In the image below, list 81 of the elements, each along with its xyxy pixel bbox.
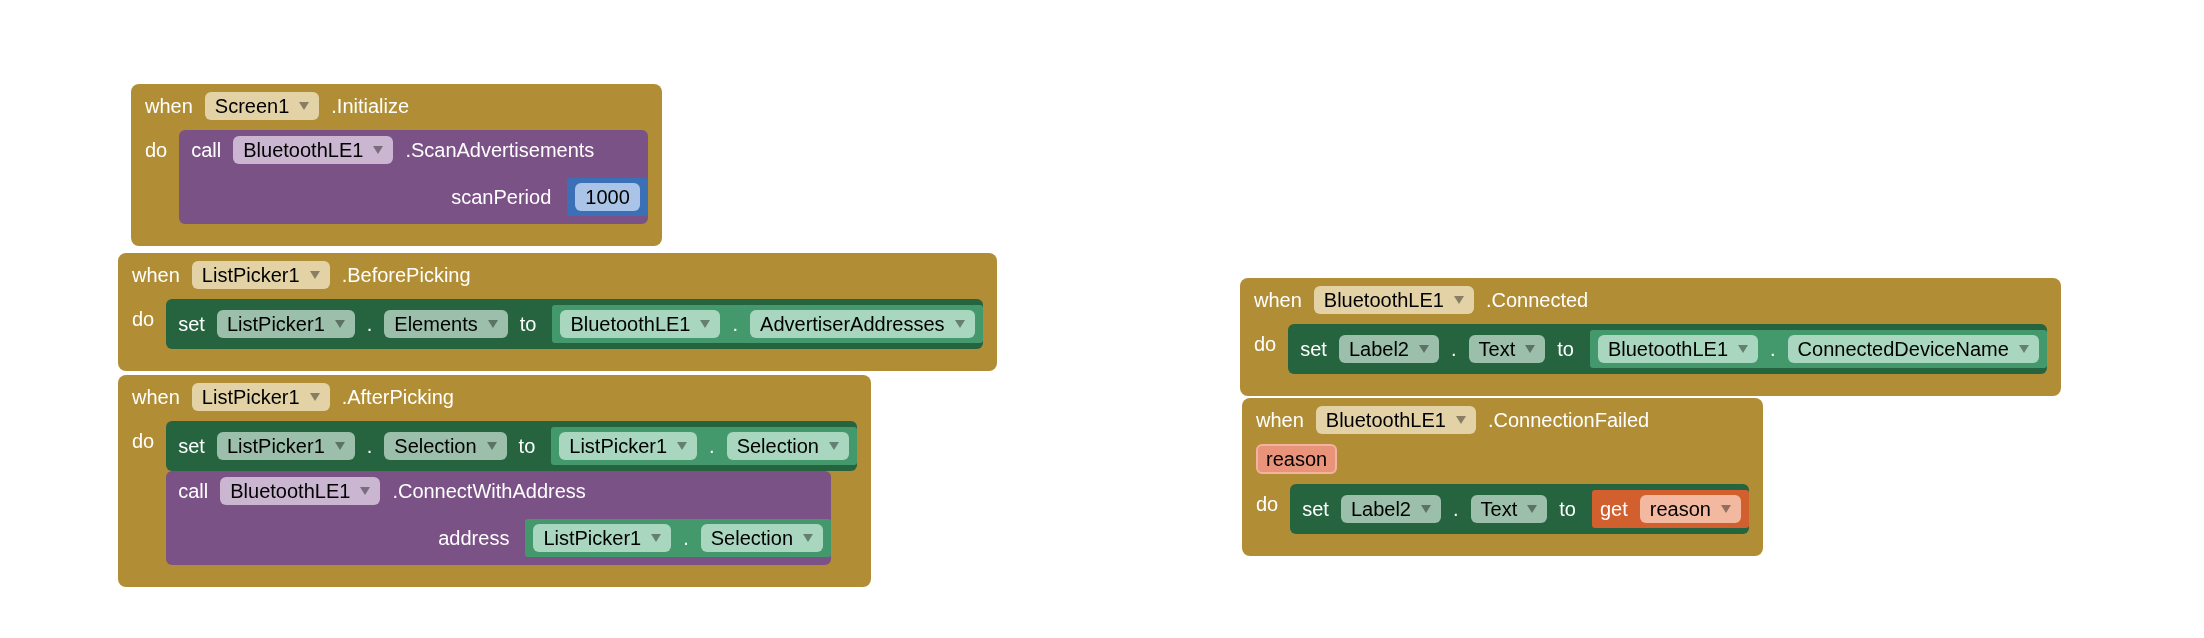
method-call-block <box>166 471 832 565</box>
keyword-text: get <box>1599 497 1628 521</box>
keyword-text: do <box>1256 492 1279 516</box>
dropdown: Label2 <box>1338 335 1439 363</box>
dropdown: Text <box>1470 495 1548 523</box>
dot-separator: . <box>366 434 373 458</box>
event-handler-block <box>118 253 997 371</box>
keyword-text: set <box>1300 337 1327 361</box>
property-getter-block <box>551 427 857 465</box>
dropdown: Label2 <box>1340 495 1441 523</box>
keyword-text: when <box>1256 408 1304 432</box>
dropdown: ListPicker1 <box>216 432 355 460</box>
keyword-text: set <box>178 312 205 336</box>
event-handler-block <box>131 84 662 246</box>
keyword-text: scanPeriod <box>451 185 552 209</box>
dropdown: Screen1 <box>204 92 320 120</box>
dropdown: BluetoothLE1 <box>220 477 381 505</box>
keyword-text: do <box>145 138 168 162</box>
dropdown: Elements <box>384 310 508 338</box>
dropdown: BluetoothLE1 <box>233 136 394 164</box>
dropdown: reason <box>1639 495 1741 523</box>
dropdown: BluetoothLE1 <box>1597 335 1759 363</box>
dropdown: ListPicker1 <box>533 524 672 552</box>
keyword-text: .ConnectionFailed <box>1487 408 1650 432</box>
get-variable-block <box>1591 490 1749 528</box>
keyword-text: when <box>145 94 193 118</box>
parameter-tag: reason <box>1256 444 1338 474</box>
property-setter-block <box>1288 324 2047 374</box>
dropdown: Selection <box>700 524 824 552</box>
dot-separator: . <box>1453 497 1459 521</box>
keyword-text: .BeforePicking <box>341 263 471 287</box>
event-handler-block <box>1242 398 1763 556</box>
dropdown: ListPicker1 <box>191 261 330 289</box>
event-handler-block <box>118 375 871 587</box>
keyword-text: to <box>1559 497 1576 521</box>
dropdown: ListPicker1 <box>559 432 698 460</box>
keyword-text: to <box>518 434 536 458</box>
dropdown: Selection <box>384 432 507 460</box>
keyword-text: .ConnectWithAddress <box>392 479 586 503</box>
keyword-text: call <box>178 479 209 503</box>
dropdown: Text <box>1468 335 1546 363</box>
dot-separator: . <box>1451 337 1457 361</box>
dot-separator: . <box>732 312 739 336</box>
dropdown: ConnectedDeviceName <box>1787 335 2039 363</box>
property-getter-block <box>1589 330 2047 368</box>
property-getter-block <box>552 305 983 343</box>
dropdown: BluetoothLE1 <box>1313 286 1474 314</box>
property-setter-block <box>1290 484 1749 534</box>
dropdown: Selection <box>726 432 849 460</box>
keyword-text: to <box>1557 337 1574 361</box>
dot-separator: . <box>366 312 373 336</box>
keyword-text: .AfterPicking <box>341 385 454 409</box>
keyword-text: when <box>1254 288 1302 312</box>
dropdown: AdvertiserAddresses <box>750 310 975 338</box>
keyword-text: when <box>132 263 180 287</box>
dropdown: ListPicker1 <box>191 383 330 411</box>
keyword-text: address <box>438 526 510 550</box>
dot-separator: . <box>683 526 689 550</box>
dot-separator: . <box>1770 337 1776 361</box>
dropdown: ListPicker1 <box>216 310 355 338</box>
keyword-text: call <box>191 138 222 162</box>
keyword-text: do <box>1254 332 1277 356</box>
dropdown: BluetoothLE1 <box>1315 406 1476 434</box>
dropdown: BluetoothLE1 <box>560 310 721 338</box>
keyword-text: set <box>1302 497 1329 521</box>
property-setter-block <box>166 299 983 349</box>
keyword-text: when <box>132 385 180 409</box>
method-call-block <box>179 130 648 224</box>
keyword-text: set <box>178 434 205 458</box>
keyword-text: .Connected <box>1485 288 1589 312</box>
dot-separator: . <box>709 434 715 458</box>
keyword-text: do <box>132 429 155 453</box>
event-handler-block <box>1240 278 2061 396</box>
number-field: 1000 <box>575 183 640 211</box>
keyword-text: do <box>132 307 155 331</box>
keyword-text: .ScanAdvertisements <box>405 138 595 162</box>
number-block <box>567 178 648 216</box>
property-getter-block <box>525 519 832 557</box>
keyword-text: .Initialize <box>331 94 410 118</box>
property-setter-block <box>166 421 857 471</box>
keyword-text: to <box>519 312 537 336</box>
